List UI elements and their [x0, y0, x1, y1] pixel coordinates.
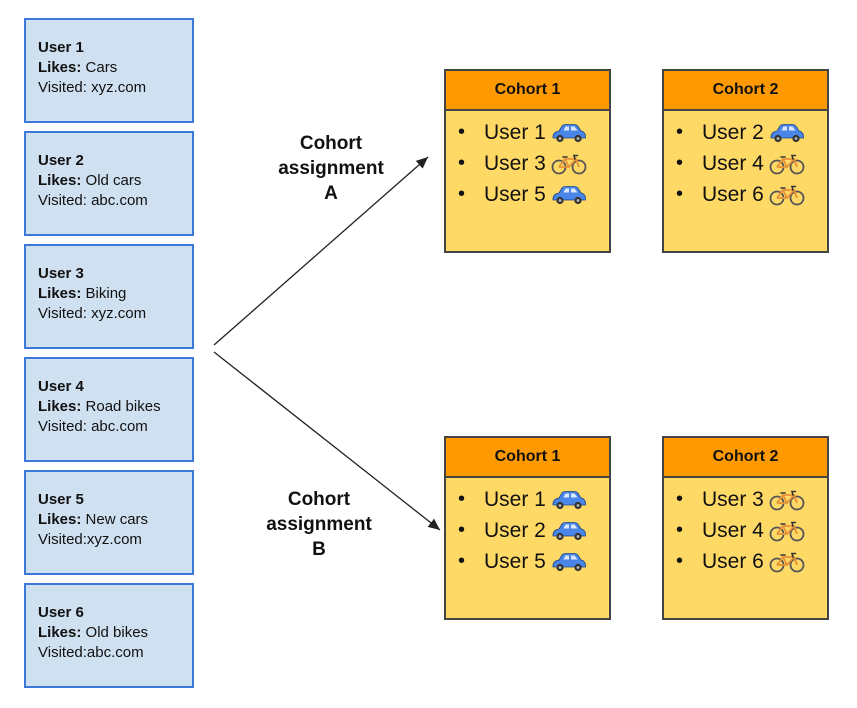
bike-icon	[550, 153, 588, 175]
user-name: User 3	[38, 265, 84, 282]
bike-icon	[768, 520, 806, 542]
user-name: User 6	[38, 604, 84, 621]
likes-value: Biking	[81, 285, 127, 302]
label-line: B	[312, 539, 326, 560]
user-name: User 2	[38, 152, 84, 169]
car-icon	[550, 551, 588, 573]
list-item: •User 3	[458, 148, 609, 179]
list-item: •User 6	[676, 179, 827, 210]
bike-icon	[768, 551, 806, 573]
list-item: •User 1	[458, 484, 609, 515]
user-name: User 4	[38, 378, 84, 395]
label-line: Cohort	[287, 489, 351, 510]
bike-icon	[768, 184, 806, 206]
user-name: User 1	[38, 39, 84, 56]
cohort-title: Cohort 2	[664, 71, 827, 111]
likes-key: Likes:	[38, 398, 82, 415]
list-item: •User 4	[676, 515, 827, 546]
label-line: A	[324, 183, 338, 204]
car-icon	[550, 520, 588, 542]
likes-value: Cars	[81, 59, 118, 76]
user-name: User 5	[38, 491, 84, 508]
assignment-b-cohort-2: Cohort 2 •User 3 •User 4 •User 6	[662, 436, 829, 620]
visited-value: Visited: xyz.com	[38, 79, 147, 96]
likes-value: New cars	[81, 511, 149, 528]
visited-value: Visited:abc.com	[38, 644, 144, 661]
list-item: •User 6	[676, 546, 827, 577]
likes-key: Likes:	[38, 511, 82, 528]
member-name: User 3	[484, 152, 546, 175]
car-icon	[550, 122, 588, 144]
user-card-6: User 6 Likes: Old bikes Visited:abc.com	[24, 583, 194, 688]
visited-value: Visited: abc.com	[38, 418, 148, 435]
car-icon	[550, 489, 588, 511]
bike-icon	[768, 489, 806, 511]
list-item: •User 2	[676, 117, 827, 148]
label-line: assignment	[266, 514, 372, 535]
user-card-5: User 5 Likes: New cars Visited:xyz.com	[24, 470, 194, 575]
member-name: User 4	[702, 152, 764, 175]
bike-icon	[768, 153, 806, 175]
assignment-b-cohort-1: Cohort 1 •User 1 •User 2 •User 5	[444, 436, 611, 620]
cohort-title: Cohort 1	[446, 71, 609, 111]
member-name: User 1	[484, 121, 546, 144]
label-line: Cohort	[299, 133, 363, 154]
list-item: •User 4	[676, 148, 827, 179]
car-icon	[550, 184, 588, 206]
member-name: User 1	[484, 488, 546, 511]
arrow-to-assignment-a	[213, 156, 429, 346]
likes-key: Likes:	[38, 285, 82, 302]
likes-value: Old bikes	[81, 624, 149, 641]
cohort-title: Cohort 2	[664, 438, 827, 478]
user-card-3: User 3 Likes: Biking Visited: xyz.com	[24, 244, 194, 349]
list-item: •User 3	[676, 484, 827, 515]
member-name: User 5	[484, 550, 546, 573]
assignment-a-cohort-2: Cohort 2 •User 2 •User 4 •User 6	[662, 69, 829, 253]
label-line: assignment	[278, 158, 384, 179]
user-card-1: User 1 Likes: Cars Visited: xyz.com	[24, 18, 194, 123]
assignment-a-cohort-1: Cohort 1 •User 1 •User 3 •User 5	[444, 69, 611, 253]
member-name: User 6	[702, 550, 764, 573]
assignment-b-label: Cohort assignment B	[239, 487, 399, 562]
member-name: User 3	[702, 488, 764, 511]
member-name: User 5	[484, 183, 546, 206]
user-card-2: User 2 Likes: Old cars Visited: abc.com	[24, 131, 194, 236]
likes-key: Likes:	[38, 624, 82, 641]
assignment-a-label: Cohort assignment A	[251, 131, 411, 206]
member-name: User 2	[702, 121, 764, 144]
likes-key: Likes:	[38, 59, 82, 76]
likes-value: Old cars	[81, 172, 142, 189]
member-name: User 6	[702, 183, 764, 206]
list-item: •User 5	[458, 179, 609, 210]
list-item: •User 1	[458, 117, 609, 148]
likes-value: Road bikes	[81, 398, 161, 415]
visited-value: Visited: abc.com	[38, 192, 148, 209]
car-icon	[768, 122, 806, 144]
member-name: User 4	[702, 519, 764, 542]
cohort-title: Cohort 1	[446, 438, 609, 478]
arrow-to-assignment-b	[213, 351, 441, 531]
visited-value: Visited: xyz.com	[38, 305, 147, 322]
likes-key: Likes:	[38, 172, 82, 189]
user-card-4: User 4 Likes: Road bikes Visited: abc.co…	[24, 357, 194, 462]
visited-value: Visited:xyz.com	[38, 531, 142, 548]
member-name: User 2	[484, 519, 546, 542]
list-item: •User 5	[458, 546, 609, 577]
list-item: •User 2	[458, 515, 609, 546]
